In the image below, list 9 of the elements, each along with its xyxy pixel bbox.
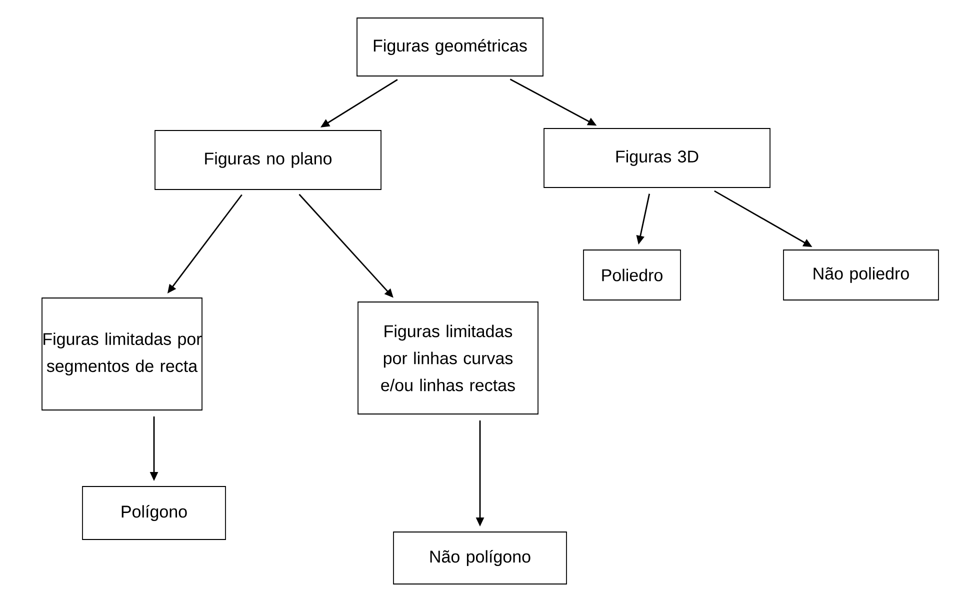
concept-box: Não polígono bbox=[393, 532, 567, 584]
concept-box: Figuras 3D bbox=[544, 128, 770, 188]
concept-box: Poliedro bbox=[583, 250, 681, 300]
concept-box: Polígono bbox=[82, 486, 226, 540]
concept-box: Figuras limitadas por linhas curvas e/ou linhas rectas bbox=[358, 302, 538, 414]
concept-box: Figuras no plano bbox=[154, 130, 382, 190]
concept-box: Figuras geométricas bbox=[356, 18, 544, 76]
concept-box: Não poliedro bbox=[783, 250, 939, 300]
concept-box: Figuras limitadas por segmentos de recta bbox=[42, 298, 202, 410]
